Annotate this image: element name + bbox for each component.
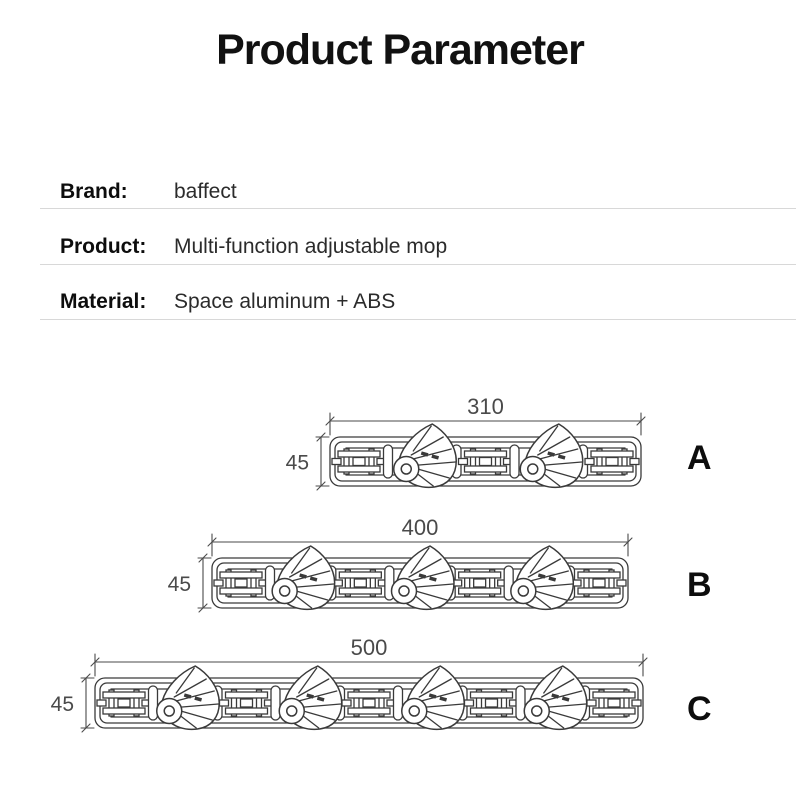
fan-hook — [523, 665, 588, 731]
fan-hook — [401, 665, 465, 731]
length-dimension: 400 — [207, 515, 633, 557]
brand-value: baffect — [174, 180, 237, 203]
rack-diagram-C: 500 45 — [51, 635, 648, 733]
length-value: 500 — [351, 635, 388, 660]
rack-diagram-A: 310 45 — [286, 394, 646, 491]
fan-hook — [519, 423, 584, 489]
material-label: Material: — [60, 290, 147, 313]
length-value: 400 — [402, 515, 439, 540]
size-letter-A: A — [687, 439, 712, 477]
size-letter-B: B — [687, 566, 712, 604]
fan-hook — [390, 545, 455, 611]
fan-hook — [510, 545, 575, 611]
spec-row-product: Product: Multi-function adjustable mop — [60, 235, 447, 259]
height-value: 45 — [286, 452, 309, 475]
size-letter-C: C — [687, 690, 712, 728]
page-title: Product Parameter — [216, 26, 585, 74]
fan-hook — [278, 665, 343, 731]
brand-label: Brand: — [60, 180, 128, 203]
length-value: 310 — [467, 394, 504, 419]
divider-line — [40, 264, 796, 265]
rack-bar — [94, 665, 644, 731]
product-label: Product: — [60, 235, 147, 258]
spec-row-material: Material: Space aluminum + ABS — [60, 290, 395, 314]
height-value: 45 — [168, 573, 191, 596]
fan-hook — [271, 545, 336, 611]
height-value: 45 — [51, 693, 74, 716]
spec-row-brand: Brand: baffect — [60, 180, 237, 204]
divider-line — [40, 319, 796, 320]
length-dimension: 310 — [325, 394, 646, 436]
length-dimension: 500 — [90, 635, 648, 677]
rack-bar — [211, 545, 629, 611]
height-dimension: 45 — [286, 432, 330, 491]
height-dimension: 45 — [168, 553, 212, 613]
rack-bar — [329, 423, 642, 489]
fan-hook — [393, 423, 457, 489]
fan-hook — [156, 665, 220, 731]
product-value: Multi-function adjustable mop — [174, 235, 448, 258]
material-value: Space aluminum + ABS — [174, 290, 396, 313]
divider-line — [40, 208, 796, 209]
rack-diagram-B: 400 45 — [168, 515, 633, 613]
height-dimension: 45 — [51, 673, 95, 733]
